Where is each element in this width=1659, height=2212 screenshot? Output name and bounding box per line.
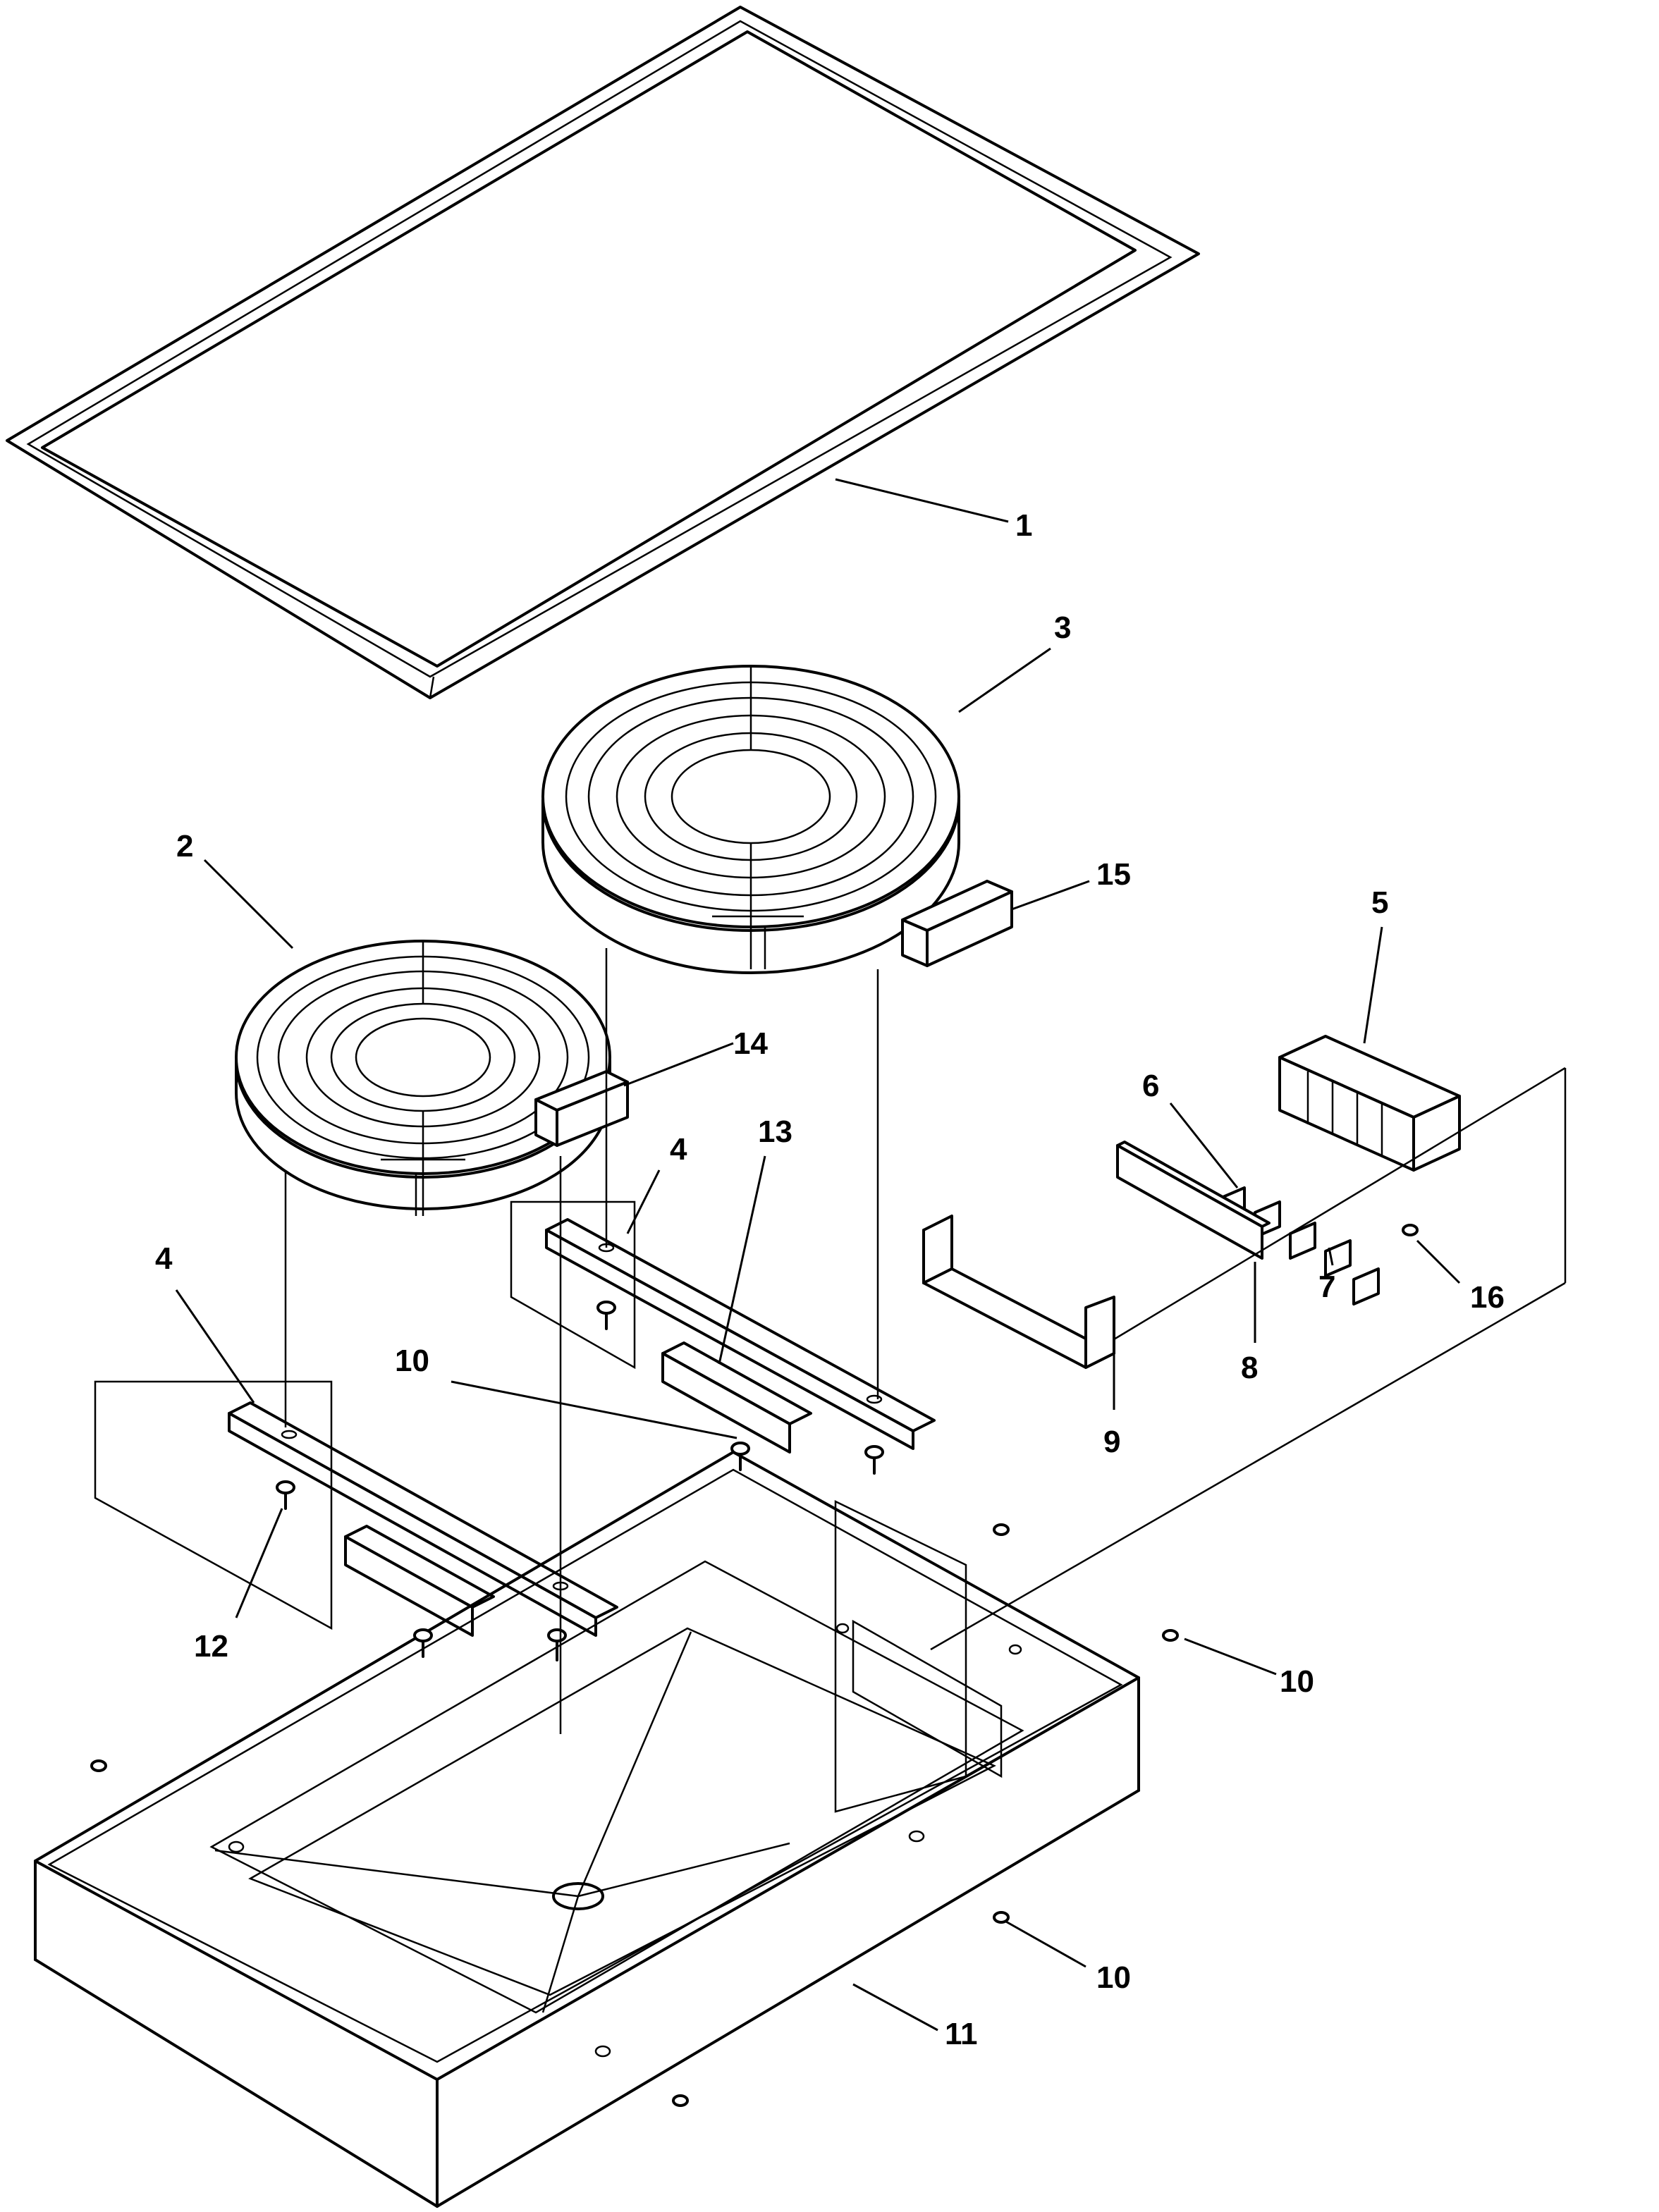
callouts: 1 3 2 15 5 6 14 13 4 4 7 16 8 10 9 12 10… [155,508,1505,2051]
support-bracket-right [510,1200,936,1450]
callout-15: 15 [1096,857,1131,892]
terminal-bracket [922,1215,1115,1369]
callout-11: 11 [945,2017,978,2051]
callout-4-upper: 4 [670,1132,687,1167]
channel-bracket-upper [661,1341,812,1454]
channel-bracket-lower [344,1525,495,1637]
callout-9: 9 [1103,1425,1120,1459]
alignment-lines [284,948,1567,1734]
burner-box [34,1451,1140,2208]
terminal-block [1278,1035,1461,1172]
large-heating-element [541,665,960,974]
callout-3: 3 [1054,610,1071,645]
callout-2: 2 [176,829,193,864]
callout-8: 8 [1241,1351,1258,1385]
support-bracket-left [94,1380,618,1637]
callout-12: 12 [194,1629,228,1664]
callout-5: 5 [1371,885,1388,920]
cooktop-glass-top [6,6,1200,699]
callout-10-center: 10 [395,1344,429,1378]
callout-4-lower: 4 [155,1241,173,1276]
callout-7: 7 [1318,1270,1335,1304]
screws [90,1224,1419,2107]
callout-10-right: 10 [1280,1664,1314,1699]
callout-1: 1 [1015,508,1032,543]
callout-10-lower: 10 [1096,1960,1131,1995]
callout-13: 13 [758,1114,792,1149]
small-heating-element [235,940,611,1216]
callout-14: 14 [733,1026,768,1061]
callout-16: 16 [1470,1280,1505,1315]
leader-lines [175,478,1461,2032]
limiter-small [534,1070,629,1147]
limiter-large [901,880,1013,967]
callout-6: 6 [1142,1069,1159,1103]
insulator-strip [1116,1141,1271,1260]
